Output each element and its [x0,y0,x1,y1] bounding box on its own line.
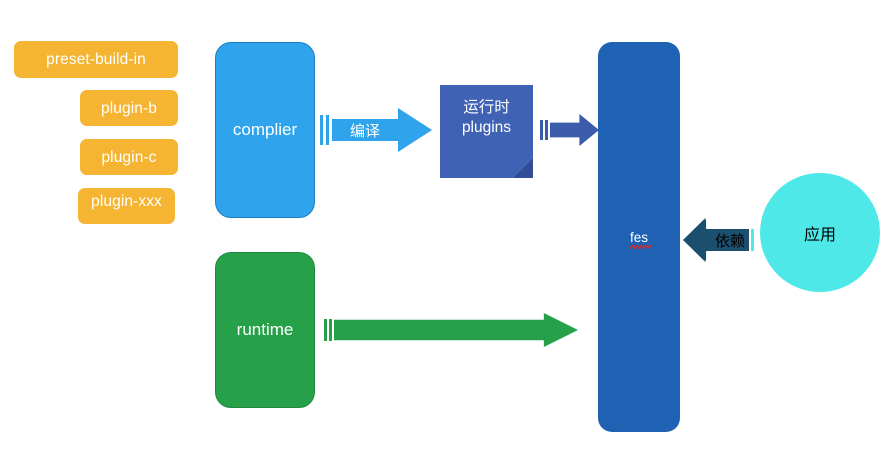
dependency-arrow: 依赖 [683,218,757,262]
plugin-chip-label: preset-build-in [46,51,146,68]
plugin-chip-label: plugin-xxx [91,193,162,210]
note-body [440,85,533,178]
arrow-tail-strip [545,120,548,140]
arrow-outline [683,218,749,262]
plugin-chip-label: plugin-c [101,148,157,166]
runtime-label: runtime [236,320,294,339]
arrow-body [334,313,578,347]
runtime-box[interactable]: runtime [215,252,315,408]
plugin-chip-plugin-b[interactable]: plugin-b [80,90,178,126]
arrow-tail-strip [326,115,329,145]
plugin-chip-plugin-xxx[interactable]: plugin-xxx [78,188,175,224]
application-label: 应用 [803,226,836,244]
arrow-tail-strip [329,319,332,341]
compiler-box[interactable]: complier [215,42,315,218]
plugin-chip-label: plugin-b [101,99,157,117]
plugin-chip-plugin-c[interactable]: plugin-c [80,139,178,175]
plugins-to-fes-arrow [540,114,599,146]
compiler-label: complier [232,120,298,139]
runtime-plugins-note[interactable]: 运行时 plugins [440,85,533,178]
arrow-tail-strip [320,115,323,145]
plugin-chip-preset-build-in[interactable]: preset-build-in [14,41,178,78]
arrow-tail-strip [751,229,754,251]
fes-box[interactable]: fes [598,42,680,432]
arrow-tail-strip [540,120,543,140]
runtime-to-fes-arrow [324,313,578,347]
fes-label: fes [629,229,648,245]
application-ellipse[interactable]: 应用 [760,173,880,292]
runtime-plugins-line2: plugins [461,119,512,136]
fes-label-wrapper: fes [628,229,651,249]
compile-arrow: 编译 [320,108,432,152]
runtime-plugins-line1: 运行时 [463,99,510,116]
spellcheck-underline-icon [628,244,651,249]
arrow-body [332,108,432,152]
arrow-tail-strip [324,319,327,341]
note-text: 运行时 plugins [440,85,533,178]
arrow-body [550,114,599,146]
